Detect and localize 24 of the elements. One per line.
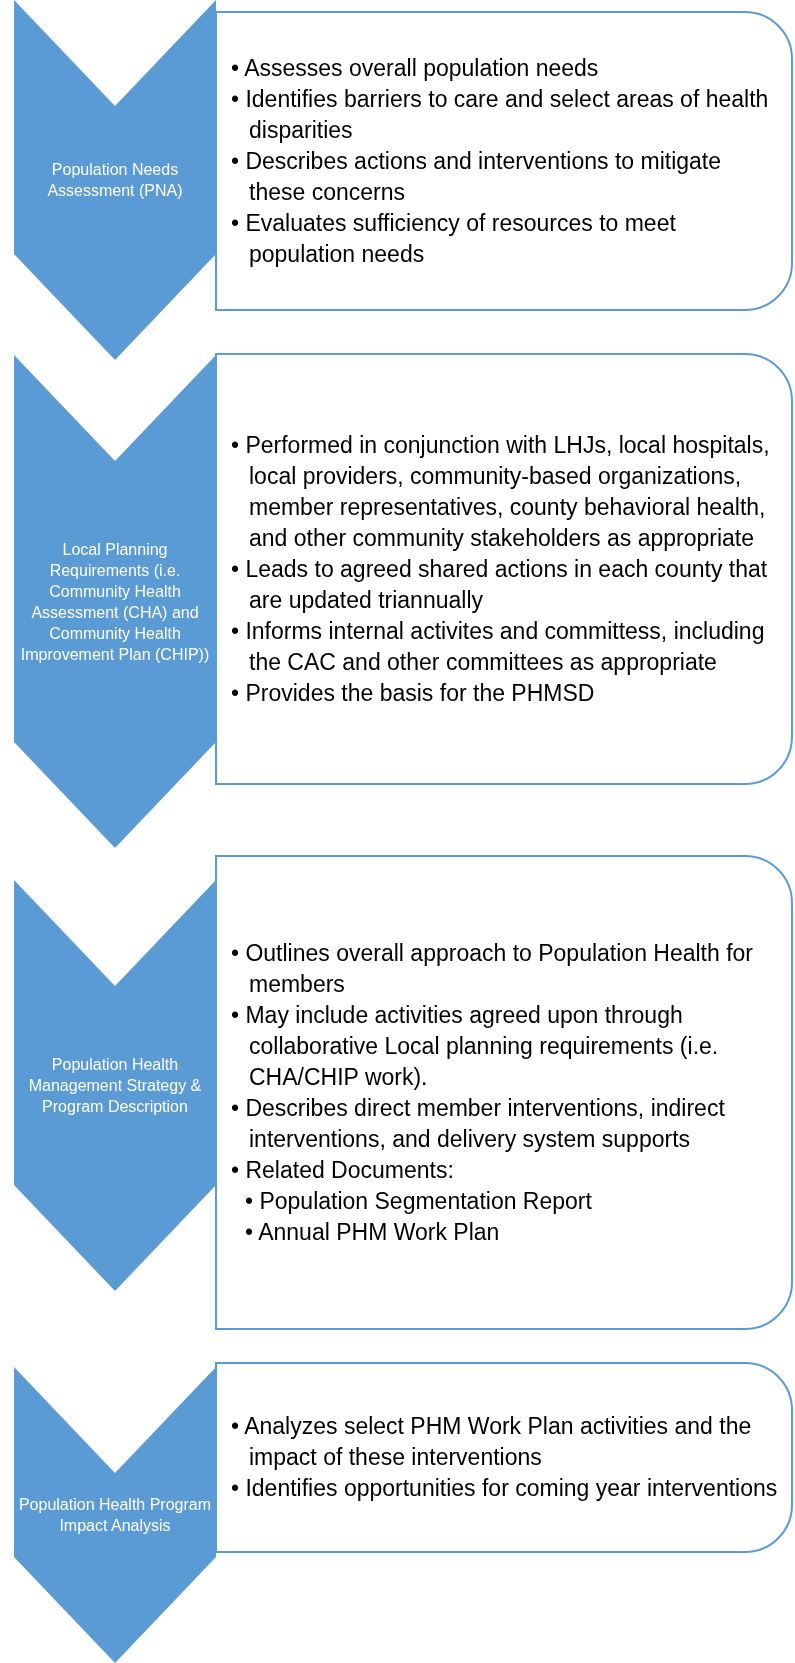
- bullet-text: • Analyzes select PHM Work Plan activities and the impact of these interventions: [231, 1412, 753, 1472]
- bullet-text: • Population Segmentation Report: [245, 1186, 593, 1216]
- bullet-text: • Performed in conjunction with LHJs, local hospitals, local providers, community-based organizations, member representatives, county behavioral health, and other community stakeholders as appropriate: [231, 430, 771, 553]
- bullet-panel: [215, 1362, 793, 1553]
- bullet-panel: [215, 353, 793, 785]
- bullet-text: • Provides the basis for the PHMSD: [231, 678, 596, 708]
- bullet-text: • Leads to agreed shared actions in each county that are updated triannually: [231, 554, 769, 615]
- stage-label: Local Planning Requirements (i.e. Community Health Assessment (CHA) and Community Health Improvement Plan (CHIP)): [19, 539, 211, 665]
- bullet-text: • Evaluates sufficiency of resources to meet population needs: [231, 208, 677, 269]
- bullet-text: • Assesses overall population needs: [231, 53, 600, 83]
- bullet-text: • Describes direct member interventions, indirect interventions, and delivery system supports: [231, 1093, 726, 1154]
- bullet-text: • Outlines overall approach to Population Health for members: [231, 938, 755, 999]
- stage-label: Population Health Program Impact Analysis: [18, 1495, 212, 1536]
- bullet-text: • Informs internal activites and committess, including the CAC and other committees as appropriate: [231, 616, 766, 677]
- bullet-text: • Identifies opportunities for coming year interventions: [231, 1474, 779, 1503]
- bullet-text: • May include activities agreed upon through collaborative Local planning requirements (i.e. CHA/CHIP work).: [231, 1000, 720, 1092]
- bullet-text: • Annual PHM Work Plan: [245, 1217, 501, 1247]
- bullet-text: • Identifies barriers to care and select areas of health disparities: [231, 84, 770, 145]
- bullet-text: • Related Documents:: [231, 1155, 455, 1185]
- bullet-panel: [215, 855, 793, 1330]
- stage-label: Population Needs Assessment (PNA): [46, 160, 184, 201]
- stage-label: Population Health Management Strategy & Program Description: [27, 1055, 203, 1117]
- bullet-panel: [215, 11, 793, 311]
- bullet-text: • Describes actions and interventions to mitigate these concerns: [231, 146, 723, 207]
